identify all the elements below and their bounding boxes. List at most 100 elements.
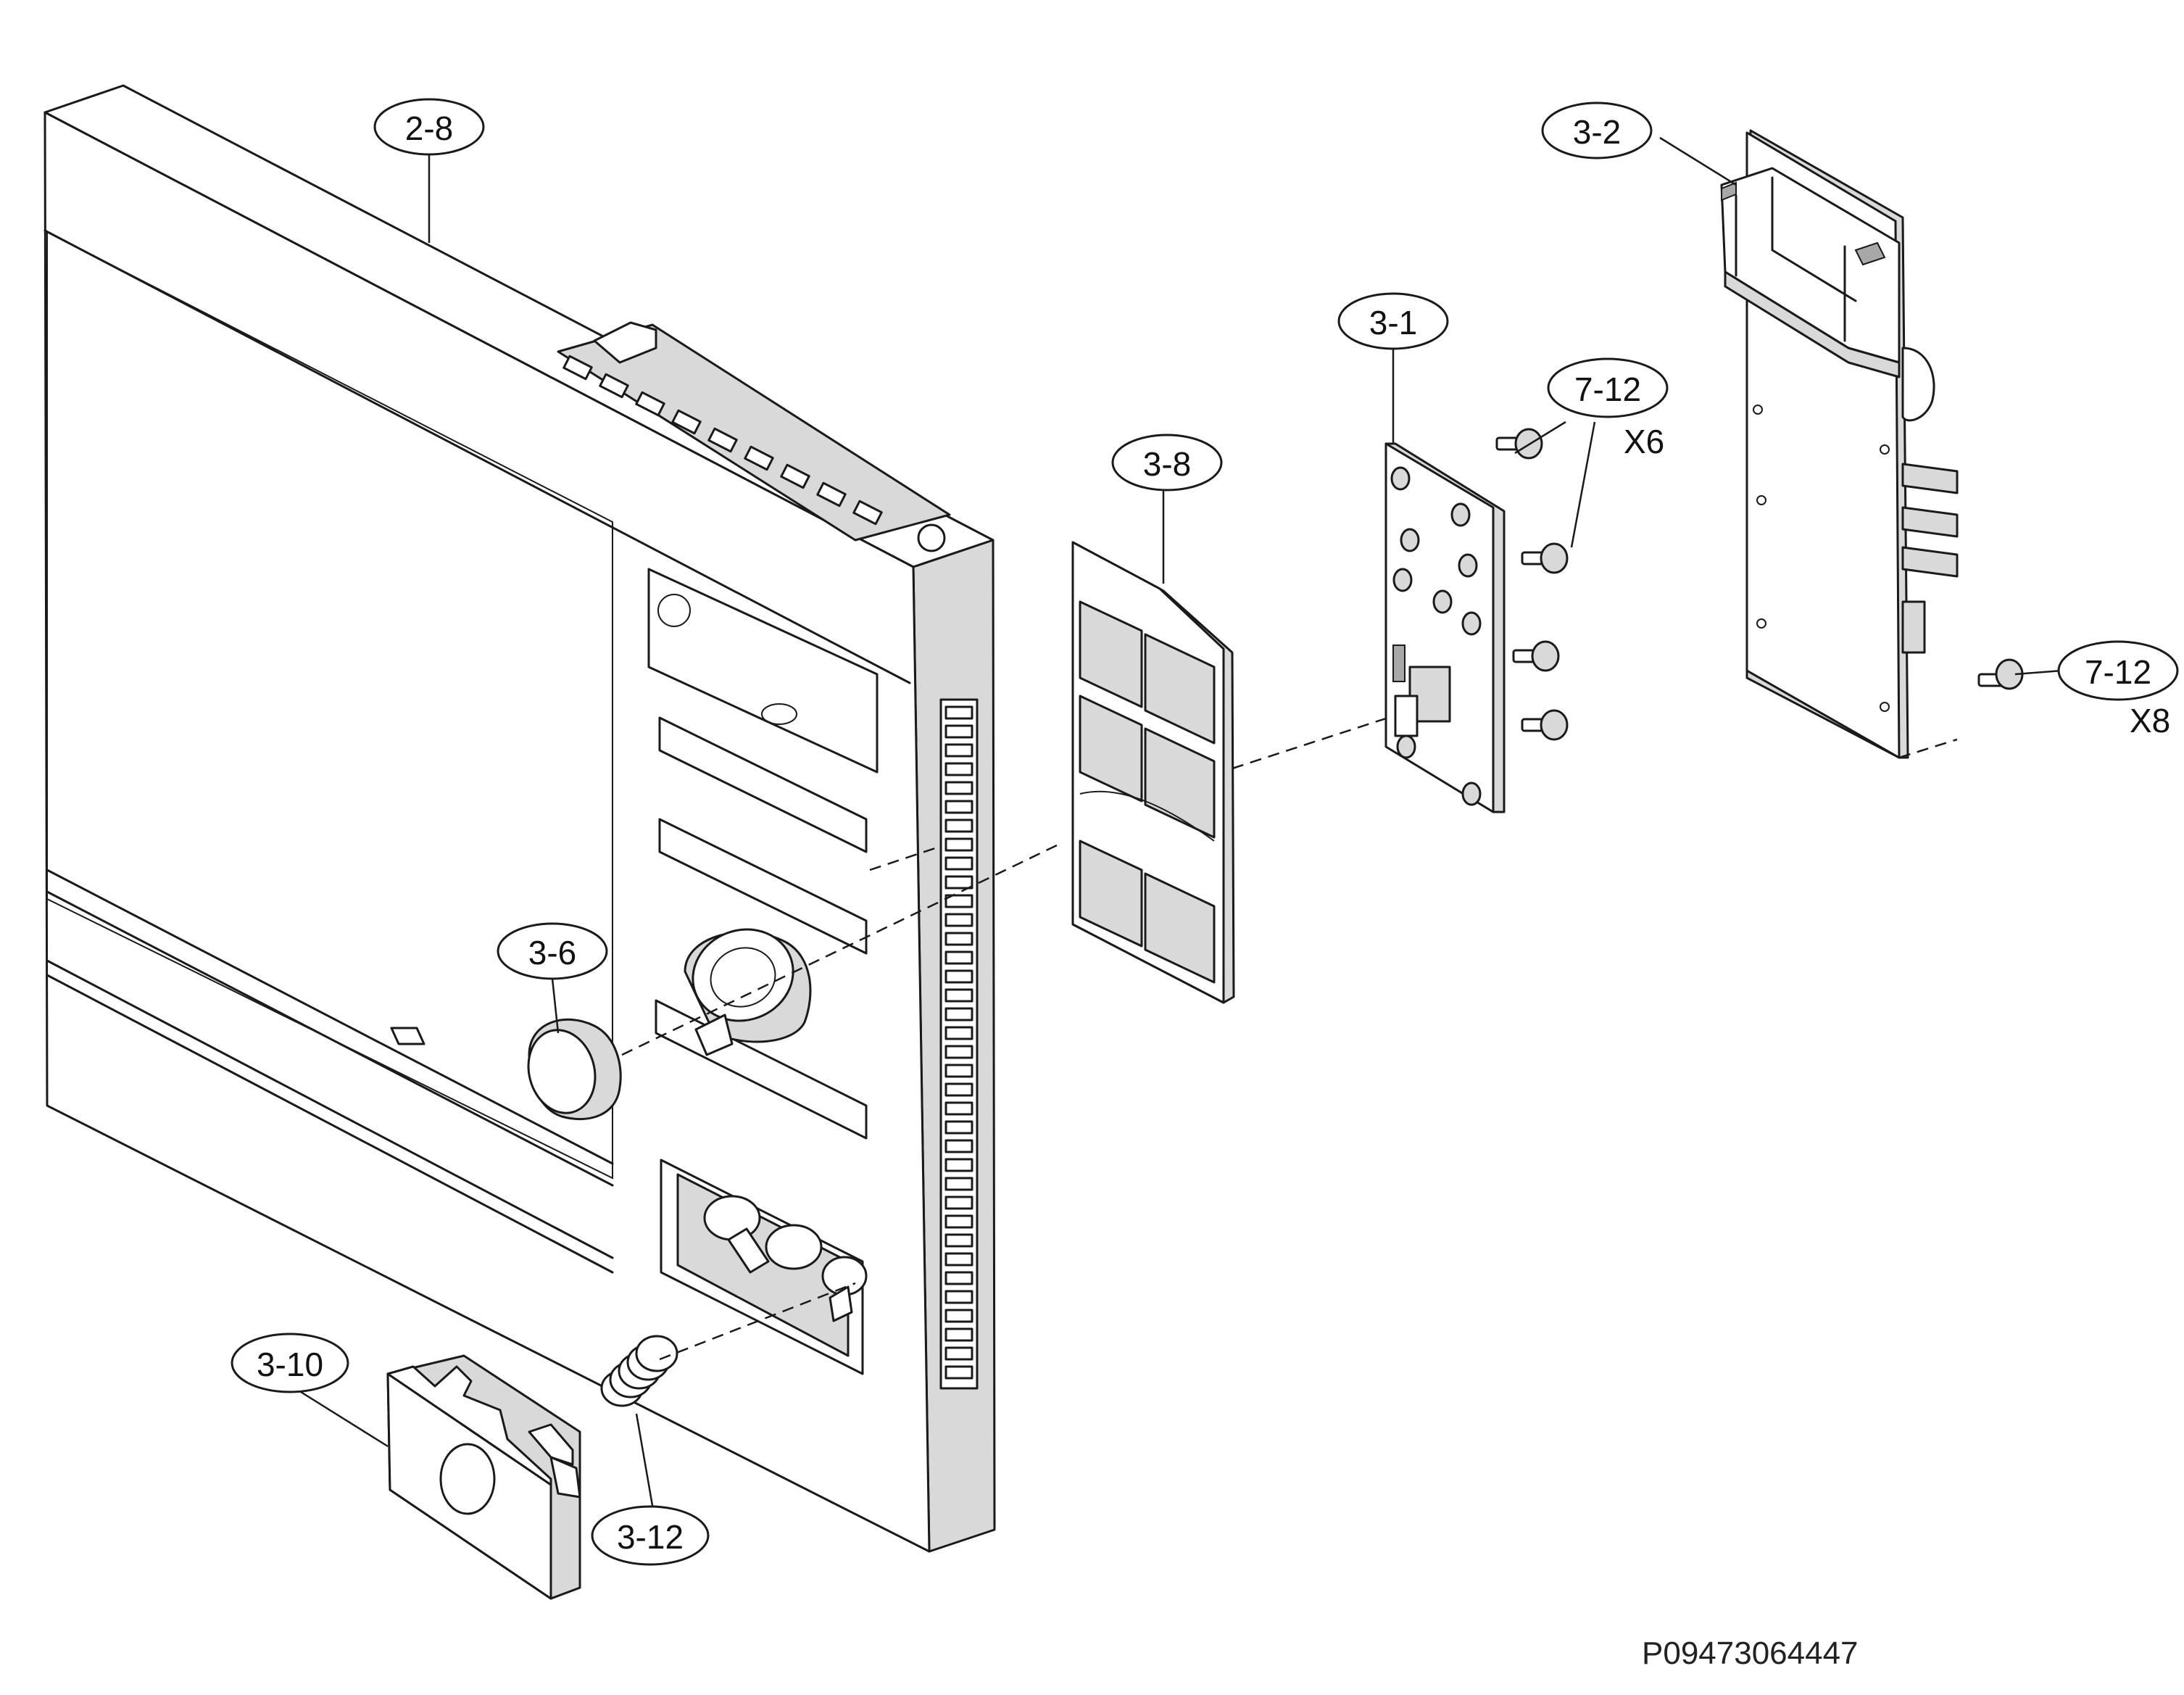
- standoff: [1461, 611, 1482, 636]
- grille-slot: [944, 988, 973, 1003]
- mount-hole: [1880, 444, 1890, 455]
- grille-slot: [944, 743, 973, 758]
- callout-7-12-b: 7-12: [2057, 640, 2179, 701]
- grille-slot: [944, 705, 973, 720]
- pad-key: [1144, 727, 1216, 839]
- grille-slot: [944, 1139, 973, 1153]
- screws-7-12-set-a: [1495, 420, 1596, 741]
- top-vent-slots: [557, 323, 951, 542]
- screw-head: [1531, 640, 1560, 672]
- grille-slot: [944, 1252, 973, 1267]
- grille-slot: [944, 1309, 973, 1323]
- pad-key: [1079, 840, 1143, 948]
- callout-label: 3-6: [528, 934, 576, 971]
- callout-3-1: 3-1: [1337, 292, 1449, 350]
- grille-slot: [944, 932, 973, 946]
- pad-key: [1144, 633, 1216, 745]
- side-vent-grille: [939, 698, 979, 1390]
- quantity-label-x8: X8: [2130, 702, 2170, 739]
- standoff: [1461, 782, 1482, 806]
- standoff: [1432, 589, 1453, 614]
- control-board-3-1-part: [1384, 348, 1506, 813]
- grille-slot: [944, 837, 973, 852]
- callout-3-10: 3-10: [231, 1333, 349, 1393]
- callout-label: 2-8: [405, 109, 453, 147]
- callout-3-8: 3-8: [1111, 434, 1223, 492]
- grille-slot: [944, 1214, 973, 1229]
- bracket-assembly-3-2-part: [1659, 129, 1959, 759]
- grille-slot: [944, 800, 973, 814]
- grille-slot: [944, 1026, 973, 1040]
- mount-hole: [1756, 495, 1766, 505]
- grille-slot: [944, 913, 973, 927]
- grille-slot: [944, 1158, 973, 1172]
- callout-3-6: 3-6: [497, 922, 608, 980]
- spring-3-12-part: [600, 1335, 678, 1514]
- encoder-ring-part: [684, 928, 812, 1056]
- callout-2-8: 2-8: [373, 98, 485, 156]
- pad-rib: [1079, 790, 1215, 842]
- spring-coil: [635, 1335, 678, 1372]
- mount-hole: [1753, 405, 1763, 415]
- grille-slot: [944, 1120, 973, 1135]
- mount-hole: [1756, 618, 1766, 629]
- button-pad-3-8-part: [1071, 541, 1235, 1004]
- assembly-axis-lines: [621, 716, 1958, 1361]
- callout-3-2: 3-2: [1541, 101, 1653, 159]
- callout-label: 7-12: [1574, 370, 1641, 408]
- grille-slot: [944, 950, 973, 965]
- callout-3-12: 3-12: [591, 1505, 710, 1566]
- callout-label: 3-2: [1573, 113, 1621, 151]
- standoff: [1390, 466, 1411, 491]
- grille-slot: [944, 875, 973, 890]
- pad-key: [1144, 872, 1216, 984]
- spade-connector: [1901, 463, 1959, 494]
- grille-slot: [944, 1177, 973, 1191]
- screw-head: [1540, 709, 1569, 741]
- grille-slot: [944, 1346, 973, 1361]
- connector-block: [1901, 600, 1926, 654]
- grille-slot: [944, 762, 973, 776]
- callout-label: 3-12: [617, 1518, 684, 1556]
- quantity-label-x6: X6: [1624, 423, 1664, 460]
- pad-key: [1079, 695, 1143, 803]
- callout-label: 3-10: [257, 1346, 323, 1383]
- spade-connector: [1901, 506, 1959, 538]
- grille-slot: [944, 724, 973, 739]
- grille-slot: [944, 1101, 973, 1116]
- callout-label: 7-12: [2085, 653, 2151, 691]
- pad-key: [1079, 600, 1143, 708]
- standoff: [1392, 568, 1413, 592]
- grille-slot: [944, 1045, 973, 1059]
- standoff: [1458, 553, 1478, 578]
- screws-7-12-set-b: [1977, 658, 2063, 690]
- standoff: [1396, 734, 1416, 759]
- grille-slot: [944, 856, 973, 871]
- grille-slot: [944, 819, 973, 833]
- callout-label: 3-1: [1369, 304, 1417, 341]
- callout-7-12-a: 7-12: [1547, 357, 1669, 418]
- grille-slot: [944, 1271, 973, 1285]
- spade-connector: [1901, 546, 1959, 578]
- grille-slot: [944, 1082, 973, 1097]
- grille-slot: [944, 1365, 973, 1380]
- front-panel-part: [43, 84, 996, 1553]
- grille-slot: [944, 1007, 973, 1021]
- grille-slot: [944, 894, 973, 908]
- grille-slot: [944, 1195, 973, 1210]
- grille-slot: [944, 781, 973, 795]
- callout-label: 3-8: [1143, 445, 1191, 483]
- screw-head: [1540, 542, 1569, 574]
- grille-slot: [944, 1233, 973, 1248]
- grille-slot: [944, 1064, 973, 1078]
- document-number: P09473064447: [1642, 1636, 1859, 1671]
- standoff: [1450, 502, 1471, 527]
- mount-hole: [1880, 702, 1890, 712]
- standoff: [1400, 528, 1420, 552]
- cap-3-10-part: [300, 1354, 581, 1600]
- grille-slot: [944, 1327, 973, 1342]
- grille-slot: [944, 969, 973, 984]
- knob-3-6-part: [527, 1018, 622, 1121]
- grille-slot: [944, 1290, 973, 1304]
